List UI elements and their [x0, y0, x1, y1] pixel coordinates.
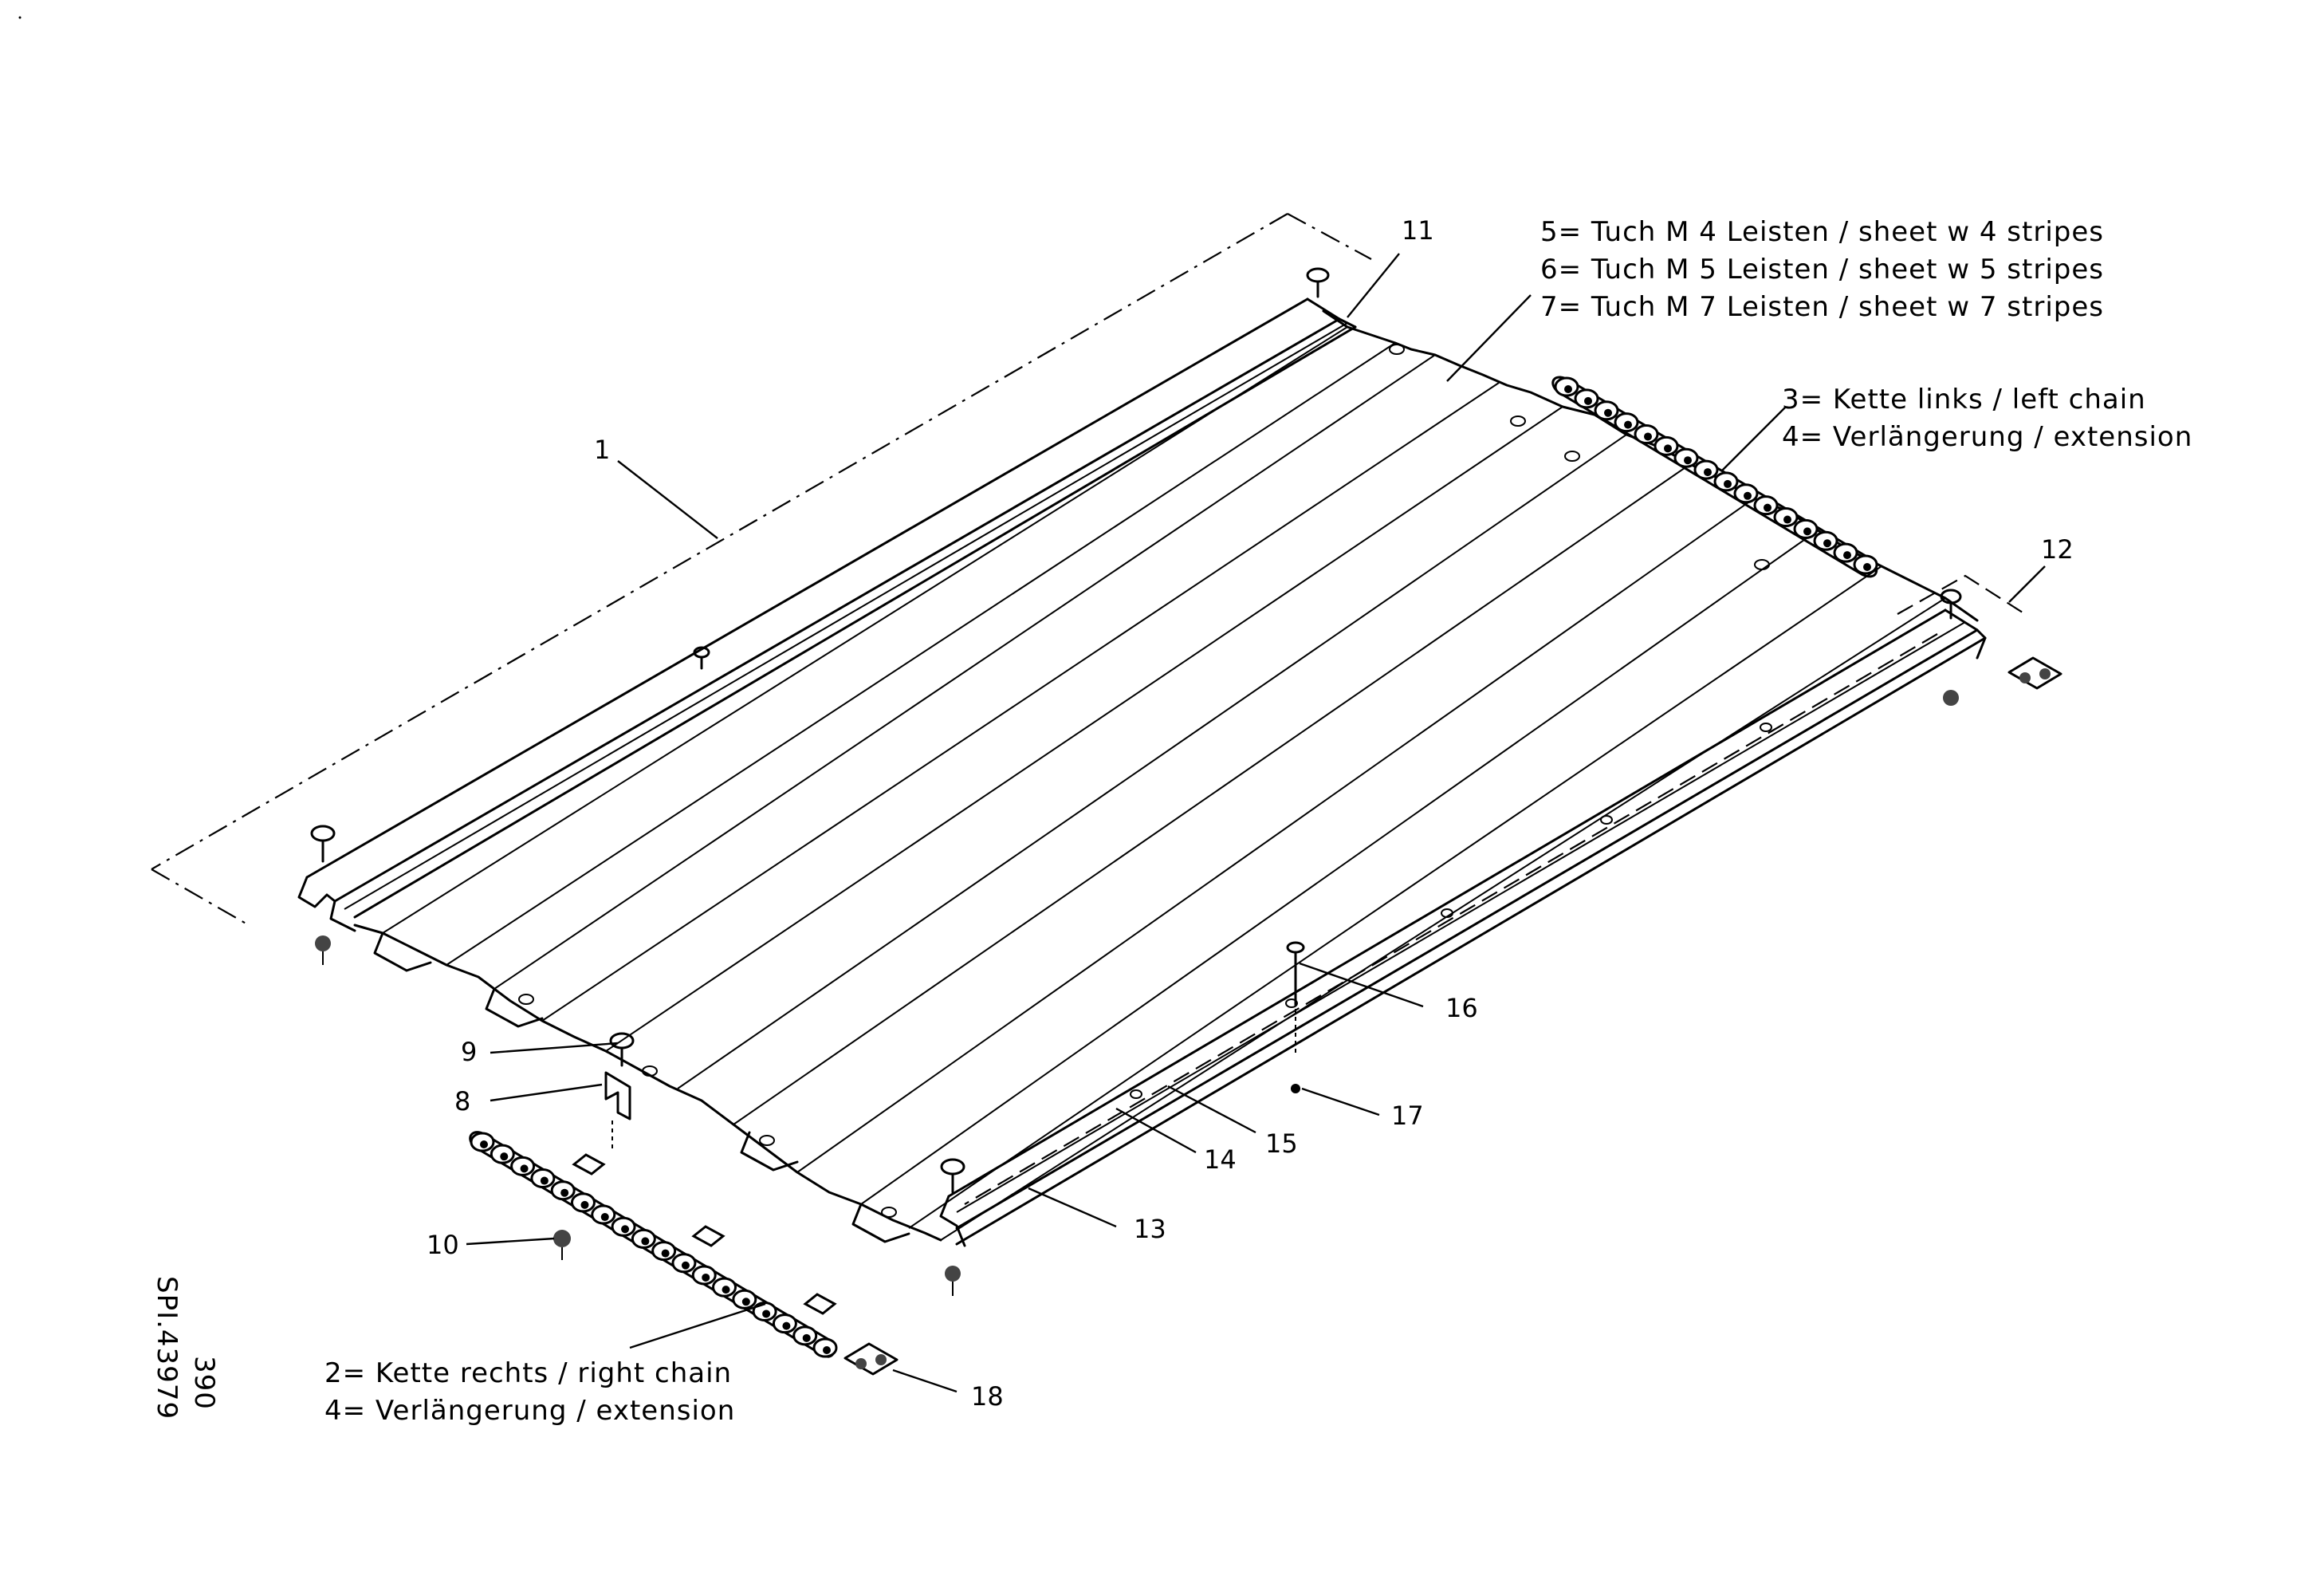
note-sheet-variants: 5= Tuch M 4 Leisten / sheet w 4 stripes …: [1540, 216, 2104, 323]
bolt-top-right: [1940, 589, 1962, 620]
chain-attachment-plate: [803, 1293, 837, 1315]
left-chain-pin: [1584, 396, 1592, 405]
scan-speck: [18, 16, 22, 19]
left-chain-pin: [1783, 515, 1791, 524]
callout-18: 18: [971, 1381, 1004, 1412]
right-chain-pin: [500, 1152, 509, 1161]
callout-13: 13: [1134, 1214, 1166, 1244]
callouts: 1 11 12 9 8 10 13 14 15 16 17 18: [427, 215, 2074, 1412]
right-chain-pin: [782, 1321, 791, 1330]
left-chain-pin: [1604, 408, 1612, 417]
left-chain-pin: [1843, 551, 1851, 560]
note-right-chain-4: 4= Verlängerung / extension: [324, 1395, 735, 1427]
right-chain-pin: [600, 1213, 609, 1222]
right-chain-pin: [621, 1225, 630, 1234]
callout-14: 14: [1204, 1144, 1237, 1175]
bolt-top-left: [1306, 267, 1330, 298]
right-chain-pin: [480, 1140, 488, 1148]
slat-right: [939, 608, 1987, 1247]
right-chain-pin: [580, 1200, 589, 1209]
nut-right-end: [945, 1266, 961, 1296]
bolt-part-9: [609, 1032, 635, 1067]
callout-11: 11: [1402, 215, 1434, 246]
left-chain-pin: [1684, 456, 1692, 465]
callout-10: 10: [427, 1230, 459, 1260]
right-chain: [469, 1131, 838, 1358]
connecting-link-18: [843, 1342, 899, 1376]
connecting-link-12: [2007, 656, 2063, 690]
left-chain-pin: [1704, 468, 1712, 477]
left-chain-pin: [1764, 503, 1772, 512]
right-chain-pin: [540, 1176, 549, 1185]
nut-top-right: [1943, 690, 1959, 706]
note-left-chain: 3= Kette links / left chain 4= Verlänger…: [1782, 384, 2192, 453]
bracket-part-8: [604, 1071, 631, 1152]
callout-9: 9: [461, 1037, 477, 1067]
right-chain-pin: [641, 1237, 650, 1246]
left-chain-pin: [1863, 563, 1871, 571]
bolt-left-end: [310, 825, 336, 863]
drawing-code: SPI.43979: [151, 1276, 183, 1420]
right-chain-pin: [741, 1298, 750, 1306]
note-left-chain-3: 3= Kette links / left chain: [1782, 384, 2146, 415]
drawing-number-text: 390: [188, 1356, 220, 1410]
right-chain-pin: [661, 1249, 670, 1258]
left-chain: [1551, 376, 1878, 578]
note-right-chain: 2= Kette rechts / right chain 4= Verläng…: [324, 1357, 735, 1427]
right-chain-pin: [520, 1164, 529, 1173]
right-chain-pin: [762, 1309, 771, 1318]
leader-lines: [466, 253, 2046, 1393]
note-sheet-5: 5= Tuch M 4 Leisten / sheet w 4 stripes: [1540, 216, 2104, 248]
callout-17: 17: [1391, 1101, 1424, 1131]
bolt-right-end: [940, 1158, 965, 1194]
right-chain-pin: [560, 1188, 569, 1197]
left-chain-pin: [1744, 491, 1752, 500]
right-chain-pin: [702, 1273, 710, 1282]
callout-15: 15: [1265, 1128, 1298, 1159]
drawing-id: SPI.43979: [151, 1276, 183, 1420]
left-chain-pin: [1564, 385, 1572, 393]
nut-part-17: [1291, 1084, 1300, 1093]
nut-part-10: [553, 1230, 571, 1260]
right-chain-pin: [681, 1261, 690, 1270]
bolt-mid-slat: [693, 646, 710, 670]
left-chain-pin: [1724, 479, 1732, 488]
assembly-boundary-1: [151, 213, 2026, 926]
note-sheet-7: 7= Tuch M 7 Leisten / sheet w 7 stripes: [1540, 291, 2104, 323]
bolt-part-16: [1286, 941, 1305, 1053]
callout-1: 1: [594, 435, 610, 465]
nut-left-end: [315, 935, 331, 965]
right-chain-pin: [823, 1346, 831, 1354]
note-right-chain-2: 2= Kette rechts / right chain: [324, 1357, 732, 1389]
left-chain-pin: [1803, 527, 1811, 536]
slat-left: [297, 297, 1357, 932]
callout-12: 12: [2041, 534, 2074, 565]
right-chain-pin: [722, 1286, 730, 1294]
callout-8: 8: [454, 1086, 470, 1116]
left-chain-pin: [1624, 420, 1632, 429]
drawing-number: 390: [188, 1356, 220, 1410]
chain-attachment-plate: [572, 1153, 606, 1176]
callout-16: 16: [1445, 993, 1478, 1023]
chain-attachment-plate: [691, 1225, 726, 1247]
left-chain-pin: [1664, 444, 1672, 453]
left-chain-pin: [1823, 539, 1831, 548]
left-chain-pin: [1644, 432, 1652, 441]
apron-sheet: [353, 309, 1979, 1243]
note-sheet-6: 6= Tuch M 5 Leisten / sheet w 5 stripes: [1540, 254, 2104, 286]
right-chain-pin: [802, 1333, 811, 1342]
note-left-chain-4: 4= Verlängerung / extension: [1782, 421, 2192, 453]
